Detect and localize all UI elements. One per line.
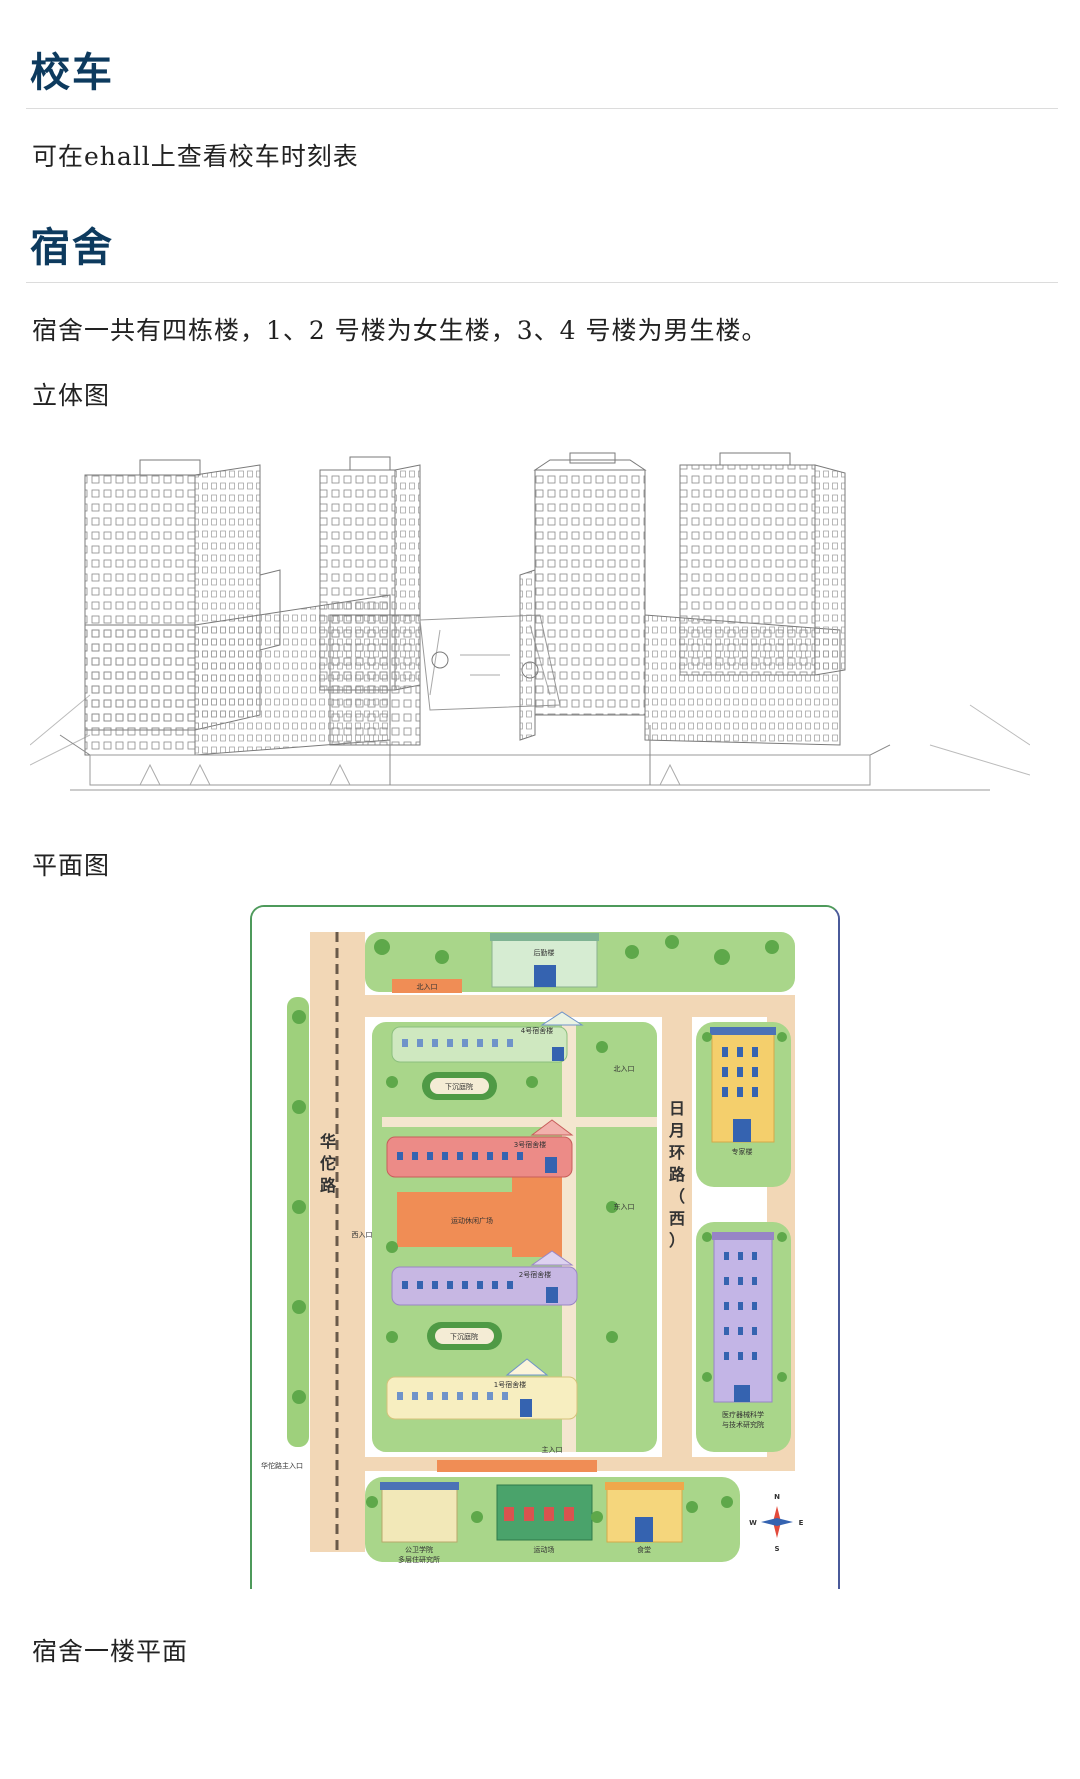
label-dorm4: 4号宿舍楼 xyxy=(521,1026,553,1035)
compass-s: S xyxy=(774,1545,779,1553)
label-dorm3: 3号宿舍楼 xyxy=(514,1140,546,1149)
label-expert-building: 专家楼 xyxy=(732,1147,753,1156)
label-public-health: 公卫学院 xyxy=(405,1545,433,1554)
label-gate: 西入口 xyxy=(352,1231,373,1239)
dorm-plan-map: 华 佗 路 日 月 环 路 （ 西 ） 后勤楼 4号宿舍楼 3号宿舍楼 2号宿舍… xyxy=(250,905,840,1589)
dorm-paragraph: 宿舍一共有四栋楼，1、2 号楼为女生楼，3、4 号楼为男生楼。 xyxy=(32,316,768,345)
label-research-institute: 与技术研究院 xyxy=(722,1420,764,1429)
road-west-char: 路 xyxy=(320,1176,337,1195)
floor1-caption: 宿舍一楼平面 xyxy=(32,1637,189,1666)
label-gate: 北入口 xyxy=(417,983,438,991)
road-east-char: 西 xyxy=(669,1209,685,1228)
road-west-char: 佗 xyxy=(320,1154,336,1173)
label-garden: 下沉庭院 xyxy=(450,1332,478,1341)
compass-n: N xyxy=(774,1493,780,1501)
road-east-char: ） xyxy=(669,1231,685,1250)
plan-caption: 平面图 xyxy=(32,851,111,880)
label-gate: 主入口 xyxy=(542,1445,563,1454)
road-west-char: 华 xyxy=(320,1132,336,1151)
compass-w: W xyxy=(749,1519,757,1527)
road-east-char: 月 xyxy=(668,1121,685,1140)
label-top-building: 后勤楼 xyxy=(534,948,555,957)
label-garden: 下沉庭院 xyxy=(445,1082,473,1091)
road-east-char: 路 xyxy=(669,1165,686,1184)
heading-rule xyxy=(26,282,1058,283)
heading-dormitory: 宿舍 xyxy=(30,225,114,271)
heading-rule xyxy=(26,108,1058,109)
iso-caption: 立体图 xyxy=(32,381,111,410)
bus-paragraph: 可在ehall上查看校车时刻表 xyxy=(32,142,359,171)
label-dorm1: 1号宿舍楼 xyxy=(494,1380,526,1389)
road-east-char: 日 xyxy=(669,1099,685,1118)
road-east-char: （ xyxy=(669,1187,685,1206)
label-plaza: 运动休闲广场 xyxy=(451,1216,493,1225)
label-dorm2: 2号宿舍楼 xyxy=(519,1270,551,1279)
label-public-health: 多层住研究所 xyxy=(398,1555,440,1564)
label-gate: 东入口 xyxy=(614,1202,635,1211)
label-research-institute: 医疗器械科学 xyxy=(722,1410,764,1419)
compass-e: E xyxy=(799,1519,804,1527)
label-sports-field: 运动场 xyxy=(534,1545,555,1554)
dorm-isometric-image xyxy=(30,445,1030,810)
heading-school-bus: 校车 xyxy=(30,50,114,96)
label-gate: 华佗路主入口 xyxy=(261,1461,303,1470)
label-canteen: 食堂 xyxy=(637,1545,651,1554)
label-gate: 北入口 xyxy=(614,1065,635,1073)
road-east-char: 环 xyxy=(669,1143,685,1162)
